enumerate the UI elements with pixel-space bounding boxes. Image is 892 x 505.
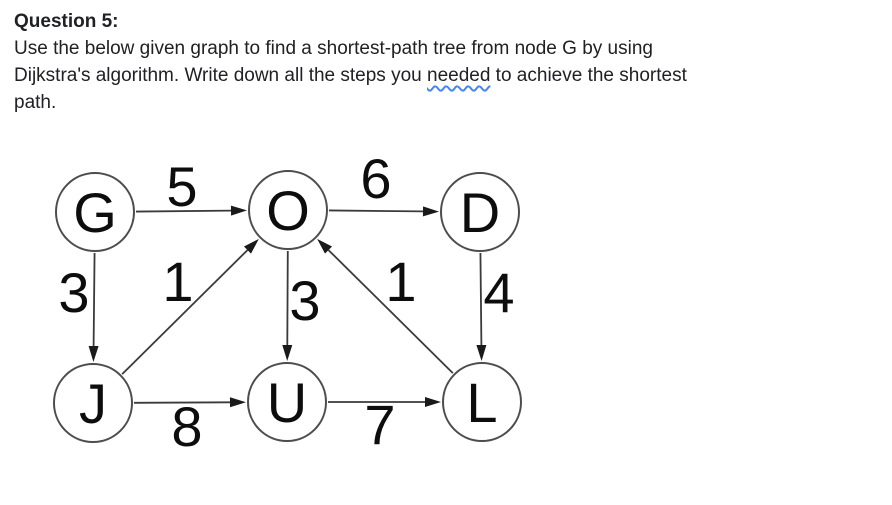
node-D-circle bbox=[440, 172, 520, 252]
edge-J-O-arrowhead bbox=[243, 238, 259, 254]
edge-G-O-weight: 5 bbox=[166, 155, 197, 218]
edge-G-J-line bbox=[92, 252, 96, 347]
node-U-circle bbox=[247, 362, 327, 442]
node-O-label: O bbox=[266, 179, 310, 242]
question-block: Question 5: Use the below given graph to… bbox=[14, 8, 834, 116]
edge-J-U-arrowhead bbox=[229, 397, 247, 408]
node-J-label: J bbox=[79, 372, 107, 435]
question-line-3: path. bbox=[14, 92, 57, 113]
node-U-label: U bbox=[267, 371, 307, 434]
edge-J-U-weight: 8 bbox=[171, 395, 202, 458]
node-L-label: L bbox=[466, 371, 497, 434]
edge-L-O-weight: 1 bbox=[385, 250, 416, 313]
edge-D-L-weight: 4 bbox=[483, 261, 514, 324]
edge-U-L-weight: 7 bbox=[364, 393, 395, 456]
node-D-label: D bbox=[460, 181, 500, 244]
node-G-label: G bbox=[73, 181, 117, 244]
question-title: Question 5: bbox=[14, 11, 119, 32]
edge-O-D-line bbox=[328, 209, 424, 213]
edge-U-L-arrowhead bbox=[425, 397, 441, 407]
edge-L-O-arrowhead bbox=[317, 238, 333, 254]
edge-J-O-line bbox=[121, 249, 249, 375]
question-line-2-pre: Dijkstra's algorithm. Write down all the… bbox=[14, 65, 427, 86]
edge-O-U-weight: 3 bbox=[289, 269, 320, 332]
edge-L-O-line bbox=[327, 249, 454, 374]
edge-O-U-arrowhead bbox=[282, 344, 293, 362]
node-O-circle bbox=[248, 170, 328, 250]
edge-G-J-arrowhead bbox=[88, 345, 99, 363]
question-line-1: Use the below given graph to find a shor… bbox=[14, 38, 653, 59]
edge-G-O-line bbox=[135, 209, 232, 213]
node-J-circle bbox=[53, 363, 133, 443]
edge-J-O-weight: 1 bbox=[162, 250, 193, 313]
node-L-circle bbox=[442, 362, 522, 442]
edge-D-L-arrowhead bbox=[476, 344, 487, 362]
edge-G-O-arrowhead bbox=[230, 205, 248, 216]
node-G-circle bbox=[55, 172, 135, 252]
question-line-2-post: to achieve the shortest bbox=[490, 65, 687, 86]
edge-D-L-line bbox=[479, 252, 483, 346]
question-line-2: Dijkstra's algorithm. Write down all the… bbox=[14, 62, 834, 89]
edge-O-D-arrowhead bbox=[422, 206, 440, 217]
spellcheck-flagged-word: needed bbox=[427, 65, 491, 86]
edge-O-D-weight: 6 bbox=[360, 147, 391, 210]
edge-G-J-weight: 3 bbox=[58, 261, 89, 324]
